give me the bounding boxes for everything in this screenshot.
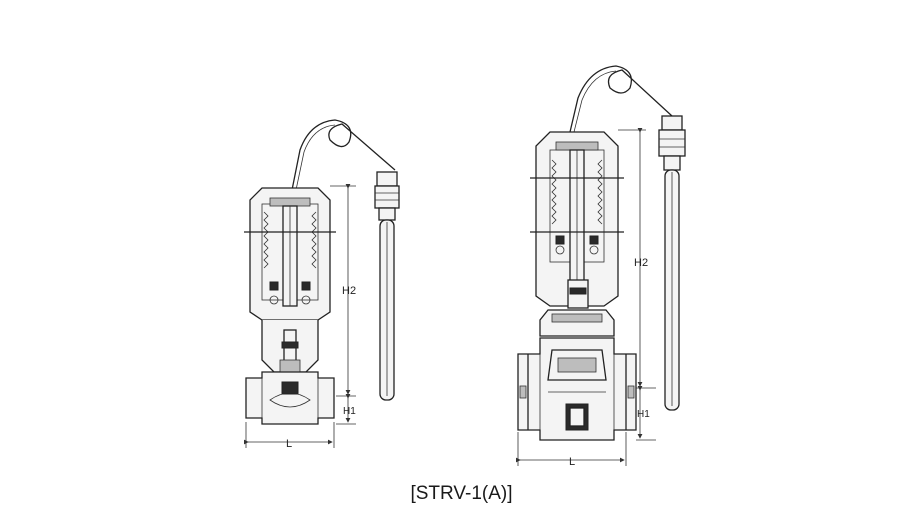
valve-body-large — [517, 337, 637, 441]
actuator-small — [244, 187, 336, 321]
dimension-h1-large: H1 — [637, 409, 650, 420]
valve-large: H2 H1 L — [516, 65, 686, 468]
dimension-l-small: L — [286, 438, 292, 450]
dimension-h2-large: H2 — [634, 257, 648, 269]
valve-small: H2 H1 L — [244, 119, 400, 450]
capillary-tube-small — [291, 119, 396, 191]
sensing-bulb-small — [374, 171, 400, 401]
dimensions-small: H2 H1 L — [244, 184, 356, 450]
dimension-h2-small: H2 — [342, 285, 356, 297]
dimension-l-large: L — [569, 456, 575, 468]
yoke-large — [539, 279, 615, 337]
yoke-small — [261, 320, 319, 373]
actuator-large — [530, 131, 624, 307]
capillary-tube-large — [569, 65, 673, 133]
sensing-bulb-large — [658, 115, 686, 411]
dimension-h1-small: H1 — [343, 406, 356, 417]
valve-body-small — [245, 371, 335, 425]
dimensions-large: H2 H1 L — [516, 128, 656, 468]
figure-caption: [STRV-1(A)] — [410, 483, 513, 504]
